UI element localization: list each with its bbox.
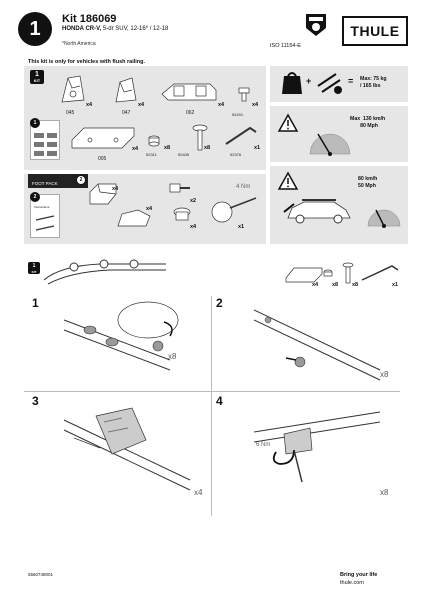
key-qty: x2: [190, 198, 197, 204]
step-4-number: 4: [216, 394, 223, 408]
tool-qty: x1: [238, 224, 245, 230]
foot-pack-label: FOOT PACK: [28, 174, 88, 188]
warning-triangle-icon: [277, 113, 299, 132]
curve-speed-text: 80 km/h 50 Mph: [358, 176, 378, 189]
lock-cylinder-icon: [173, 207, 191, 221]
step-4-torque: 6 Nm: [256, 442, 271, 448]
key-icon: [169, 183, 190, 193]
step-number-badge: 1: [18, 12, 52, 46]
part-047-code: 047: [122, 110, 131, 116]
part-50435-qty: x8: [204, 145, 211, 151]
part-52311-qty: x8: [164, 145, 171, 151]
iso-label: ISO 11154-E: [270, 43, 301, 49]
part-54201-code: 54201: [232, 112, 244, 117]
part-54201-bolt-icon: [238, 87, 250, 102]
footer-website: thule.com: [340, 580, 364, 586]
vehicle-line: HONDA CR-V, 5-dr SUV, 12-16* / 12-18: [62, 26, 168, 32]
load-limit-text: Max: 75 kg / 165 lbs: [360, 76, 387, 89]
step-3-illustration: [63, 407, 191, 491]
part-50435-screw-icon: [192, 124, 208, 151]
weight-icon: [282, 72, 302, 94]
steps-vertical-divider: [211, 296, 212, 516]
part-062-bracket-icon: [161, 83, 217, 101]
plus-icon: +: [306, 76, 312, 86]
kit-row-qty-plate: x4: [312, 282, 319, 288]
torque-tool-icon: [211, 197, 257, 223]
part-005-code: 005: [98, 156, 107, 162]
equals-icon: =: [348, 76, 354, 86]
part-52376-qty: x1: [254, 145, 261, 151]
tested-shield-icon: [306, 14, 326, 36]
spacer-icon: [323, 269, 333, 277]
document-code: 5560748001: [28, 572, 54, 577]
part-047-pad-icon: [115, 77, 137, 103]
steps-horizontal-divider: [24, 391, 400, 392]
foot-unit-icon: [89, 183, 117, 205]
step-4-qty: x8: [380, 488, 389, 497]
part-062-qty: x4: [218, 102, 225, 108]
car-with-roof-rack-icon: [283, 199, 351, 224]
part-54201-qty: x4: [252, 102, 259, 108]
roof-rail-overview-diagram: [43, 259, 166, 285]
instruction-sheet-title: Instructions: [34, 205, 50, 209]
foot-qty: x4: [112, 186, 119, 192]
region-note: *North America: [62, 41, 96, 47]
speedometer-icon: [367, 209, 401, 228]
roof-bars-icon: [317, 73, 342, 94]
part-062-code: 062: [186, 110, 195, 116]
kit-contents-panel: [24, 66, 266, 170]
vehicle-model: HONDA CR-V,: [62, 26, 102, 32]
part-50435-code: 50435: [178, 152, 190, 157]
part-045-pad-icon: [61, 75, 85, 103]
screw-icon: [342, 262, 354, 284]
doc-badge-2: 2: [30, 192, 40, 202]
footer-slogan: Bring your life: [340, 572, 378, 578]
step-1-illustration: [63, 301, 179, 371]
doc-badge-1: 1: [30, 118, 40, 128]
bar-diagram-icon: [35, 215, 55, 231]
kit-row-qty-spacer: x8: [332, 282, 339, 288]
vehicle-detail: 5-dr SUV, 12-16* / 12-18: [101, 26, 169, 32]
thule-logo: THULE: [342, 16, 408, 46]
foot-cover-icon: [117, 209, 151, 227]
allen-key-icon: [361, 265, 399, 281]
part-045-code: 045: [66, 110, 75, 116]
car-icons-grid: [34, 133, 57, 156]
step-3-number: 3: [32, 394, 39, 408]
part-005-qty: x4: [132, 146, 139, 152]
step-1-qty: x8: [168, 352, 177, 361]
rail-plate-icon: [285, 267, 323, 283]
step-2-illustration: [253, 309, 381, 381]
speedometer-icon: [309, 133, 351, 156]
warning-triangle-icon: [277, 171, 299, 190]
part-047-qty: x4: [138, 102, 145, 108]
part-045-qty: x4: [86, 102, 93, 108]
cover-qty: x4: [146, 206, 153, 212]
lock-qty: x4: [190, 224, 197, 230]
kit-row-qty-screw: x8: [352, 282, 359, 288]
part-52376-allen-key-icon: [225, 126, 257, 145]
torque-label: 4 Nm: [236, 184, 251, 190]
part-52311-code: 52311: [146, 152, 157, 157]
step-3-qty: x4: [194, 488, 203, 497]
part-52311-spacer-icon: [148, 135, 160, 147]
step-2-qty: x8: [380, 370, 389, 379]
part-52376-code: 52376: [230, 152, 242, 157]
kit-title: Kit 186069: [62, 13, 117, 25]
step-2-number: 2: [216, 296, 223, 310]
flush-railing-note: This kit is only for vehicles with flush…: [28, 59, 146, 65]
foot-pack-badge: 2: [76, 175, 86, 185]
step-4-illustration: [253, 411, 381, 483]
step-1-number: 1: [32, 296, 39, 310]
part-005-rail-icon: [71, 127, 135, 149]
kit-row-qty-key: x1: [392, 282, 399, 288]
max-speed-text: Max 130 km/h 80 Mph: [350, 116, 386, 129]
